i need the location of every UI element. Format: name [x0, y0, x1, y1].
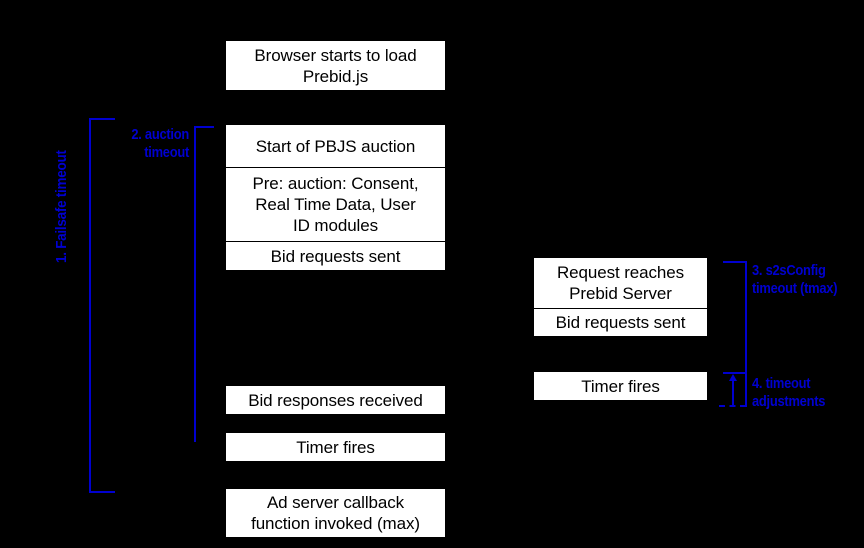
box-request-reaches-server: Request reaches Prebid Server	[534, 258, 707, 308]
box-pre-auction: Pre: auction: Consent, Real Time Data, U…	[226, 167, 445, 241]
s2sconfig-bracket-top-tick	[723, 261, 747, 263]
s2sconfig-bracket-bottom-tick	[723, 372, 747, 374]
label-s2sconfig-timeout: 3. s2sConfig timeout (tmax)	[752, 262, 838, 297]
box-bid-responses-received: Bid responses received	[226, 386, 445, 414]
auction-timeout-bracket-vertical	[194, 126, 196, 442]
timeout-adjustments-arrow-shaft	[732, 378, 734, 405]
box-auction-start: Start of PBJS auction	[226, 125, 445, 167]
auction-timeout-bracket-top-tick	[194, 126, 214, 128]
failsafe-bracket-bottom-tick	[89, 491, 115, 493]
timeout-adjustments-divider	[745, 372, 747, 407]
label-timeout-adjustments: 4. timeout adjustments	[752, 375, 826, 410]
box-browser-load: Browser starts to load Prebid.js	[226, 41, 445, 90]
failsafe-bracket-top-tick	[89, 118, 115, 120]
s2sconfig-bracket-vertical	[745, 261, 747, 374]
box-server-timer-fires: Timer fires	[534, 372, 707, 400]
box-server-bid-requests-sent: Bid requests sent	[534, 308, 707, 336]
timeout-adjustments-arrow-head	[729, 374, 737, 381]
box-timer-fires: Timer fires	[226, 433, 445, 461]
label-failsafe-timeout: 1. Failsafe timeout	[53, 150, 70, 263]
label-auction-timeout: 2. auction timeout	[131, 126, 189, 161]
timeout-adjustments-dashed-baseline	[719, 405, 746, 407]
box-bid-requests-sent: Bid requests sent	[226, 241, 445, 270]
box-ad-server-callback: Ad server callback function invoked (max…	[226, 489, 445, 537]
failsafe-bracket-vertical	[89, 118, 91, 493]
